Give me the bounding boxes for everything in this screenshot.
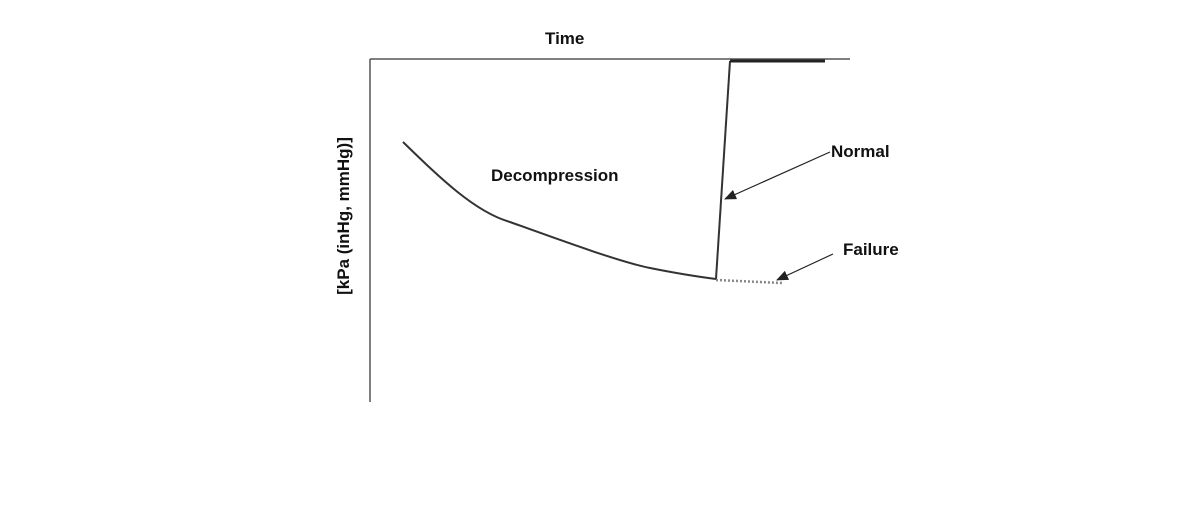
normal-recovery-line — [715, 60, 731, 280]
failure-label: Failure — [843, 240, 899, 259]
decompression-curve — [402, 141, 717, 280]
failure-arrow — [776, 253, 834, 281]
y-axis-label: [kPa (inHg, mmHg)] — [334, 137, 353, 295]
x-axis-label: Time — [545, 29, 585, 48]
decompression-label: Decompression — [491, 166, 619, 185]
failure-dotted-line — [715, 278, 783, 285]
normal-label: Normal — [831, 142, 890, 161]
normal-arrow — [724, 151, 831, 200]
